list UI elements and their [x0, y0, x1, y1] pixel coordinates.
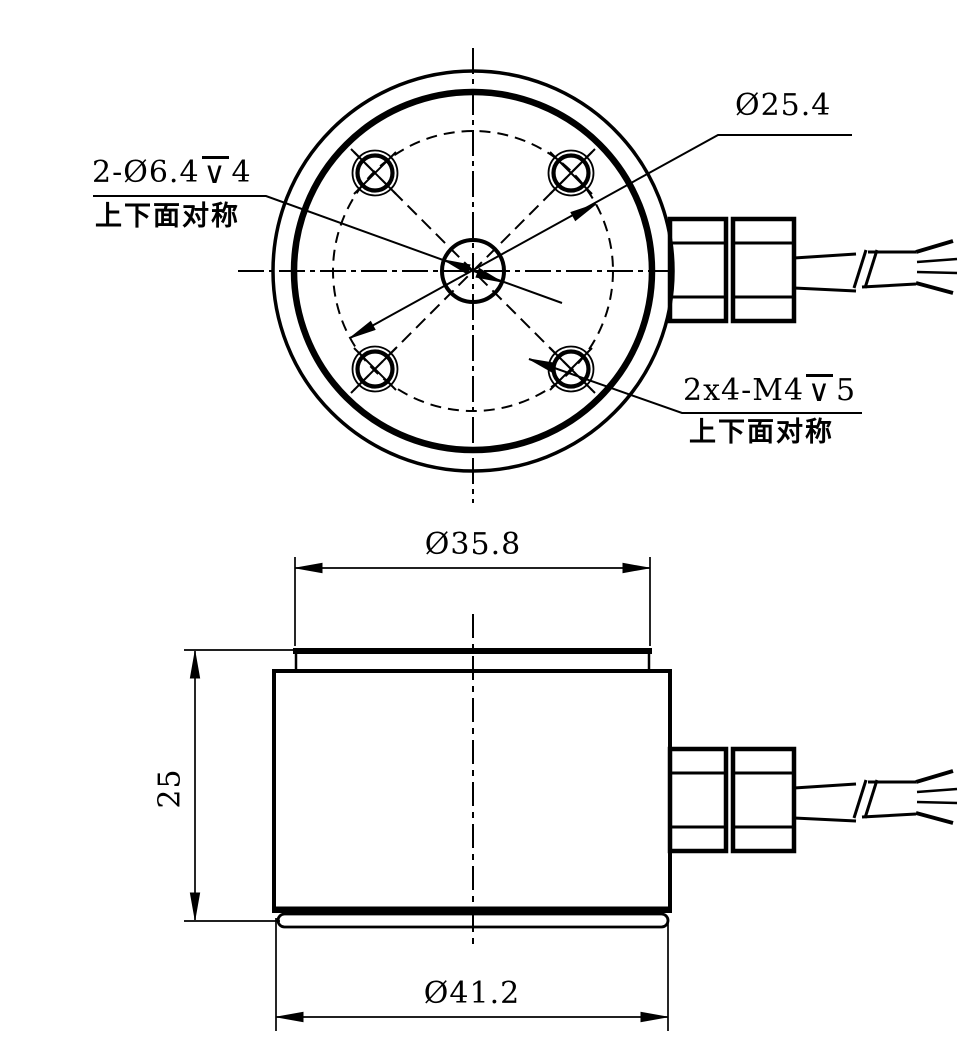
- wire-strand: [915, 811, 954, 825]
- threaded-note-cn: 上下面对称: [689, 417, 834, 448]
- top-diameter-dim-text: Ø35.8: [424, 527, 522, 562]
- counterbore-spec: 2-Ø6.4: [92, 155, 200, 190]
- gland-nut-1: [667, 216, 729, 324]
- threaded-hole: [351, 345, 399, 393]
- wire-strand: [915, 239, 954, 254]
- top-view: [93, 48, 958, 503]
- threaded-hole: [547, 149, 595, 197]
- bottom-diameter-dim-text: Ø41.2: [423, 976, 521, 1011]
- threaded-hole: [351, 149, 399, 197]
- wire-strand: [915, 281, 954, 295]
- wire-strand: [916, 257, 958, 264]
- cable-break-mark: [852, 249, 868, 289]
- cable-break-mark: [863, 249, 879, 289]
- threaded-holes-label: 2x4-M4∨5: [683, 373, 856, 408]
- dimension-top-diameter: [294, 557, 651, 646]
- depth-symbol-icon: ∨: [806, 374, 834, 409]
- cable-bottom-edge-2: [861, 812, 917, 819]
- cable-top-edge: [793, 782, 857, 790]
- counterbore-depth: 4: [231, 155, 252, 190]
- height-dim-text: 25: [152, 768, 188, 809]
- threaded-spec: 2x4-M4: [683, 373, 805, 408]
- threaded-holes-leader: [526, 354, 862, 414]
- gland-nut-1: [667, 746, 729, 854]
- cable-gland-side-view: [667, 746, 958, 854]
- wire-strand: [916, 270, 958, 275]
- cable-bottom-edge-2: [861, 282, 917, 289]
- counterbore-label: 2-Ø6.4∨4: [92, 155, 252, 190]
- counterbore-leader: [93, 195, 563, 304]
- counterbore-note-cn: 上下面对称: [95, 201, 240, 232]
- wire-strand: [916, 800, 958, 805]
- dimension-bottom-diameter: [275, 918, 669, 1031]
- center-hole: [440, 238, 506, 304]
- cable-bottom-edge: [793, 816, 857, 823]
- side-view: [184, 557, 958, 1031]
- gland-nut-2: [730, 746, 797, 854]
- cable-gland-top-view: [667, 216, 958, 324]
- cable-break-mark: [852, 779, 868, 819]
- bolt-circle-dashed: [332, 130, 614, 412]
- dimension-height: [184, 649, 300, 922]
- threaded-depth: 5: [836, 373, 857, 408]
- cable-bottom-edge: [793, 286, 857, 293]
- bolt-circle-diameter-label: Ø25.4: [735, 88, 832, 123]
- wire-strand: [915, 769, 954, 784]
- outer-diameter-circle: [271, 69, 675, 473]
- cable-top-edge: [793, 252, 857, 260]
- top-cap-circle: [290, 88, 656, 454]
- depth-symbol-icon: ∨: [201, 156, 229, 191]
- bolt-circle-dimension-leader: [347, 134, 852, 343]
- cable-break-mark: [863, 779, 879, 819]
- gland-nut-2: [730, 216, 797, 324]
- wire-strand: [916, 787, 958, 794]
